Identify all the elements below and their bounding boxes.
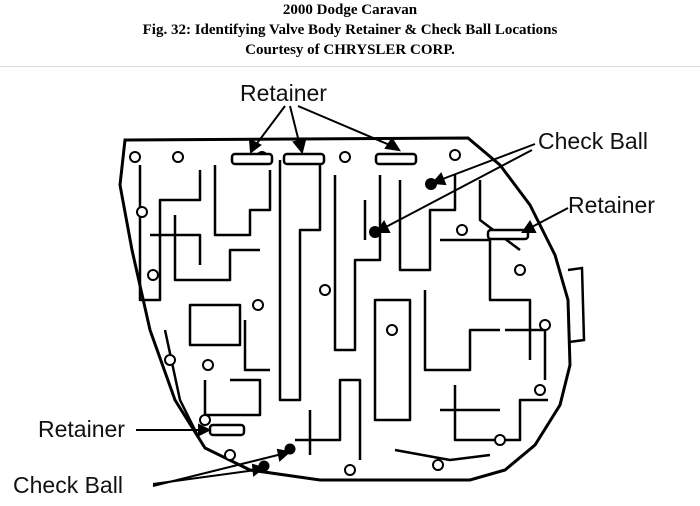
- retainer-slot-2: [282, 152, 326, 166]
- bolt-holes: [129, 149, 551, 476]
- figure-header: 2000 Dodge Caravan Fig. 32: Identifying …: [0, 0, 700, 60]
- header-divider: [0, 66, 700, 67]
- check-ball-label-top-right: Check Ball: [538, 128, 648, 154]
- retainer-label-left: Retainer: [38, 416, 125, 442]
- valve-body-outline: [118, 136, 572, 482]
- retainer-slots: [208, 152, 530, 437]
- fluid-passages: [138, 160, 548, 462]
- retainer-slot-4: [486, 228, 530, 241]
- vehicle-title: 2000 Dodge Caravan: [282, 2, 418, 18]
- retainer-slot-3: [374, 152, 418, 166]
- retainer-label-top: Retainer: [240, 80, 327, 106]
- figure-credit: Courtesy of CHRYSLER CORP.: [245, 42, 455, 58]
- figure-caption: Fig. 32: Identifying Valve Body Retainer…: [142, 22, 558, 38]
- retainer-slot-5: [208, 423, 246, 437]
- leader-lines: [136, 105, 569, 487]
- retainer-slot-1: [230, 152, 274, 166]
- check-ball-label-bottom-left: Check Ball: [13, 472, 123, 498]
- retainer-label-right: Retainer: [568, 192, 655, 218]
